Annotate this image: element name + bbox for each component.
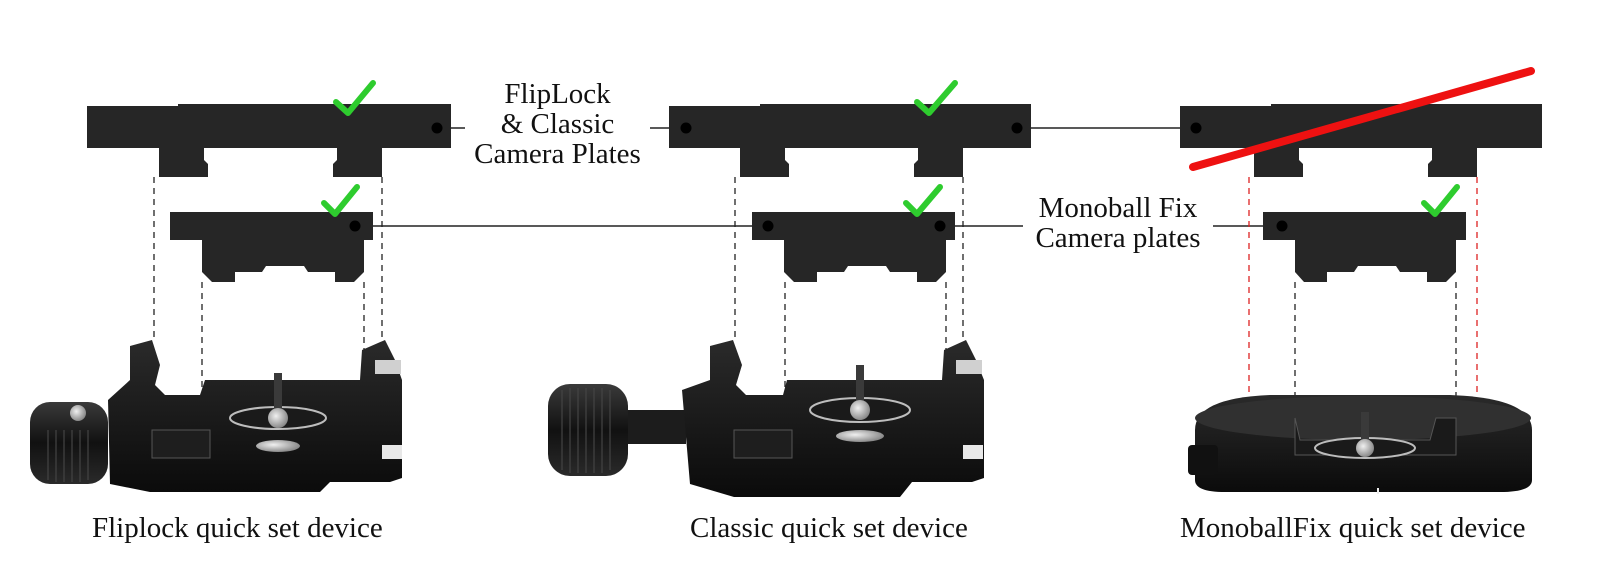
- monoballfix-device: [1188, 395, 1532, 494]
- classic-plates-label-line3: Camera Plates: [474, 138, 641, 170]
- plate-screw-dot: [349, 220, 361, 232]
- plate-screw-dot: [1190, 122, 1202, 134]
- classic-plates-label-line2: & Classic: [500, 108, 615, 140]
- check-icon: [914, 80, 958, 116]
- check-icon: [1421, 184, 1460, 217]
- monoball-plates-label: Monoball Fix Camera plates: [1023, 193, 1213, 253]
- classic-plate-over-fliplock: [87, 104, 451, 177]
- check-icon: [333, 80, 376, 116]
- classic-caption: Classic quick set device: [690, 512, 968, 544]
- plate-screw-dot: [1011, 122, 1023, 134]
- monoball-plate-over-classic: [752, 212, 955, 282]
- check-marks: [321, 80, 1460, 217]
- plate-screw-dot: [1276, 220, 1288, 232]
- monoball-plates-label-line1: Monoball Fix: [1038, 192, 1198, 224]
- knob-shaft: [628, 410, 686, 444]
- fliplock-device: [30, 340, 402, 492]
- clamp-screw: [274, 373, 282, 413]
- lever-pin: [70, 405, 86, 421]
- fliplock-lever: [30, 402, 108, 484]
- monoball-plate-over-monoballfix: [1263, 212, 1466, 282]
- plate-screw-dot: [680, 122, 692, 134]
- classic-plate-over-classic: [669, 104, 1031, 177]
- plate-screw-dot: [431, 122, 443, 134]
- clamp-screw: [856, 365, 864, 407]
- monoball-plates-label-line2: Camera plates: [1035, 222, 1201, 254]
- plate-screw-dot: [934, 220, 946, 232]
- fliplock-caption: Fliplock quick set device: [92, 512, 383, 544]
- classic-device: [548, 340, 984, 497]
- incompatible-strike-line: [1189, 67, 1535, 171]
- check-icon: [903, 184, 943, 217]
- monoballfix-lever: [1188, 445, 1218, 475]
- clamp-screw: [1361, 412, 1369, 446]
- classic-knob: [548, 384, 628, 476]
- monoball-plate-over-fliplock: [170, 212, 373, 282]
- monoballfix-caption: MonoballFix quick set device: [1180, 512, 1526, 544]
- classic-plates-label-line1: FlipLock: [504, 78, 611, 110]
- classic-plate-over-monoballfix: [1180, 104, 1542, 177]
- classic-plates-label: FlipLock & Classic Camera Plates: [465, 79, 650, 169]
- plate-screw-dot: [762, 220, 774, 232]
- check-icon: [321, 184, 360, 217]
